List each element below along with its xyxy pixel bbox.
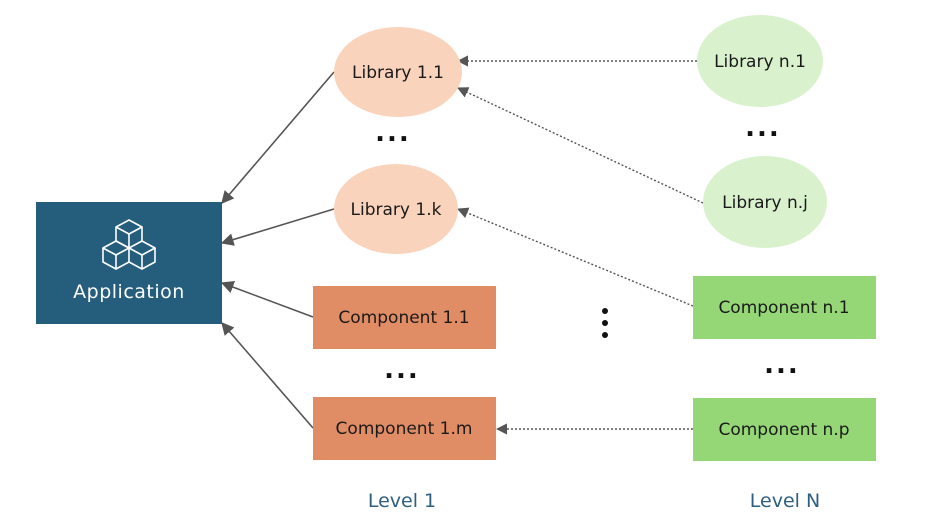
library-1-k-node: Library 1.k (334, 164, 458, 254)
component-1-1-node: Component 1.1 (313, 286, 496, 349)
ellipsis-levelN-components: ... (764, 350, 800, 380)
library-n-j-node: Library n.j (703, 156, 827, 248)
component-1-m-box (313, 397, 496, 460)
component-n-1-node: Component n.1 (693, 276, 876, 339)
edges-levelN-to-level1 (456, 55, 704, 435)
component-1-1-label: Component 1.1 (338, 308, 469, 328)
application-box (36, 202, 222, 324)
application-node: Application (36, 202, 222, 324)
cubes-icon (102, 219, 156, 270)
component-1-m-node: Component 1.m (313, 397, 496, 460)
library-1-1-ellipse (334, 27, 462, 117)
edge-lib11-app (221, 71, 335, 204)
ellipsis-level1-components: ... (384, 355, 420, 385)
level-1-label: Level 1 (368, 490, 436, 512)
library-n-j-label: Library n.j (722, 193, 808, 213)
application-label: Application (73, 281, 185, 303)
ellipsis-level1-libraries: ... (375, 118, 411, 148)
library-n-1-node: Library n.1 (697, 15, 823, 107)
library-1-k-ellipse (334, 164, 458, 254)
component-n-p-label: Component n.p (718, 420, 849, 440)
edge-lib1k-app (220, 208, 335, 246)
library-n-1-label: Library n.1 (714, 52, 806, 72)
component-n-1-label: Component n.1 (718, 298, 849, 318)
component-1-1-box (313, 286, 496, 349)
edge-comp11-app (220, 281, 314, 318)
middle-vertical-ellipsis (602, 308, 608, 338)
library-1-1-node: Library 1.1 (334, 27, 462, 117)
ellipsis-levelN-libraries: ... (745, 113, 781, 143)
edge-comp1m-app (221, 322, 314, 429)
library-n-1-ellipse (697, 15, 823, 107)
library-n-j-ellipse (703, 156, 827, 248)
component-1-m-label: Component 1.m (336, 419, 473, 439)
component-n-1-box (693, 276, 876, 339)
level-n-label: Level N (750, 490, 820, 512)
component-n-p-node: Component n.p (693, 398, 876, 461)
library-1-1-label: Library 1.1 (352, 63, 444, 83)
edge-libnj-lib11 (456, 87, 704, 204)
component-n-p-box (693, 398, 876, 461)
edges-level1-to-app (220, 71, 335, 429)
library-1-k-label: Library 1.k (351, 200, 442, 220)
